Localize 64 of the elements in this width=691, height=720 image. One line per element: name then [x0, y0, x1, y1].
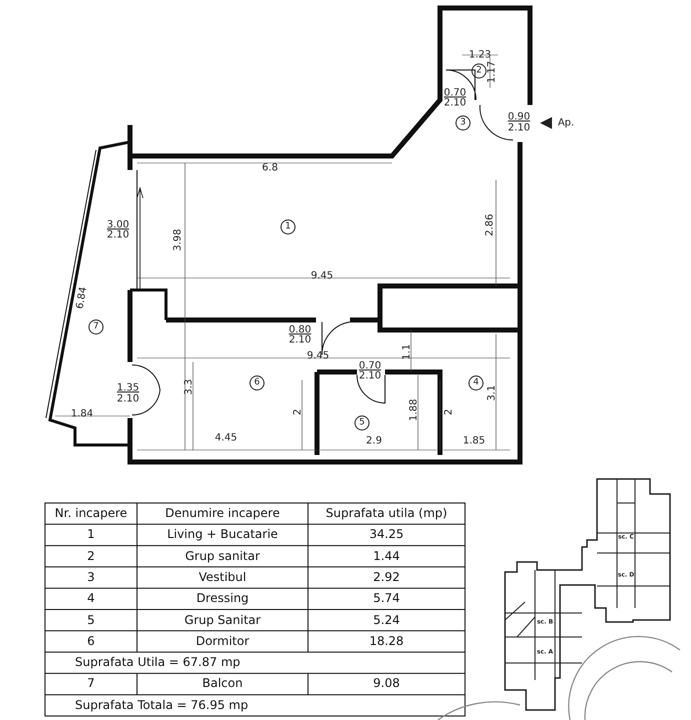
dimension-label: 9.45 [306, 350, 330, 362]
table-cell-text: 1 [86, 526, 96, 544]
table-summary: Suprafata Totala = 76.95 mp [75, 696, 250, 714]
dimension-label: 1.85 [462, 436, 486, 446]
room-number: 3 [456, 116, 470, 130]
dimension-label: 2.9 [366, 436, 382, 446]
room-number: 4 [468, 376, 484, 390]
table-cell-text: Grup Sanitar [183, 612, 262, 628]
table-cell-text: Grup sanitar [184, 548, 261, 565]
door-height-label: 2.10 [444, 98, 466, 108]
door-height-label: 2.10 [116, 394, 140, 404]
table-cell-text: 9.08 [372, 675, 401, 692]
table-cell-text: 2 [86, 548, 96, 565]
door-height-label: 2.10 [508, 122, 530, 134]
table-cell-text: 7 [86, 675, 96, 692]
table-cell-text: 3 [86, 568, 96, 586]
table-cell-text: 1.44 [372, 548, 401, 565]
table-cell-text: Balcon [201, 675, 244, 692]
table-header: Denumire incapere [164, 505, 281, 522]
table-cell-text: 5.74 [372, 590, 401, 608]
dimension-label: 3.1 [486, 385, 498, 401]
room-number: 5 [354, 416, 370, 430]
dimension-label: 3.98 [172, 228, 184, 252]
door-size-label: 0.70 [358, 360, 382, 372]
door-size-label: 3.00 [106, 220, 130, 230]
dimension-label: 3.3 [184, 379, 194, 395]
door-height-label: 2.10 [358, 370, 382, 382]
dimension-label: 2 [444, 408, 454, 416]
table-cell-text: 5.24 [372, 612, 401, 628]
dimension-label: 4.45 [214, 432, 238, 444]
room-number: 6 [250, 376, 264, 390]
table-cell-text: Vestibul [198, 568, 248, 586]
table-header: Nr. incapere [54, 505, 128, 522]
table-cell-text: 2.92 [372, 568, 401, 586]
dimension-label: 9.45 [310, 270, 334, 282]
dimension-label: 1.1 [402, 344, 412, 360]
dimension-label: 1.23 [468, 50, 492, 60]
table-cell-text: 18.28 [368, 632, 405, 650]
entrance-label: Ap. [558, 118, 574, 128]
table-cell-text: Dormitor [194, 632, 250, 650]
room-number: 1 [280, 220, 296, 234]
dimension-label: 2 [292, 408, 304, 416]
door-size-label: 0.80 [288, 324, 312, 336]
room-number: 7 [88, 320, 104, 334]
dimension-label: 6.8 [262, 162, 278, 174]
table-cell-text: 5 [86, 612, 96, 628]
table-cell-text: 6 [86, 632, 96, 650]
dimension-label: 1.84 [70, 408, 94, 420]
table-cell-text: 4 [86, 590, 96, 608]
table-cell-text: 34.25 [368, 526, 405, 544]
table-summary: Suprafata Utila = 67.87 mp [75, 654, 242, 672]
door-size-label: 0.90 [508, 112, 530, 122]
dimension-label: 2.86 [484, 214, 496, 236]
dimension-label: 1.88 [408, 398, 420, 422]
door-height-label: 2.10 [288, 334, 312, 346]
dimension-label: 1.17 [486, 60, 498, 84]
table-header: Suprafata utila (mp) [324, 505, 448, 522]
door-size-label: 0.70 [444, 88, 466, 98]
table-cell-text: Dressing [195, 590, 250, 608]
room-number: 2 [472, 64, 486, 78]
door-height-label: 2.10 [106, 230, 130, 240]
dimension-label: 6.84 [74, 286, 90, 310]
door-size-label: 1.35 [116, 382, 140, 394]
table-cell-text: Living + Bucatarie [166, 526, 279, 544]
